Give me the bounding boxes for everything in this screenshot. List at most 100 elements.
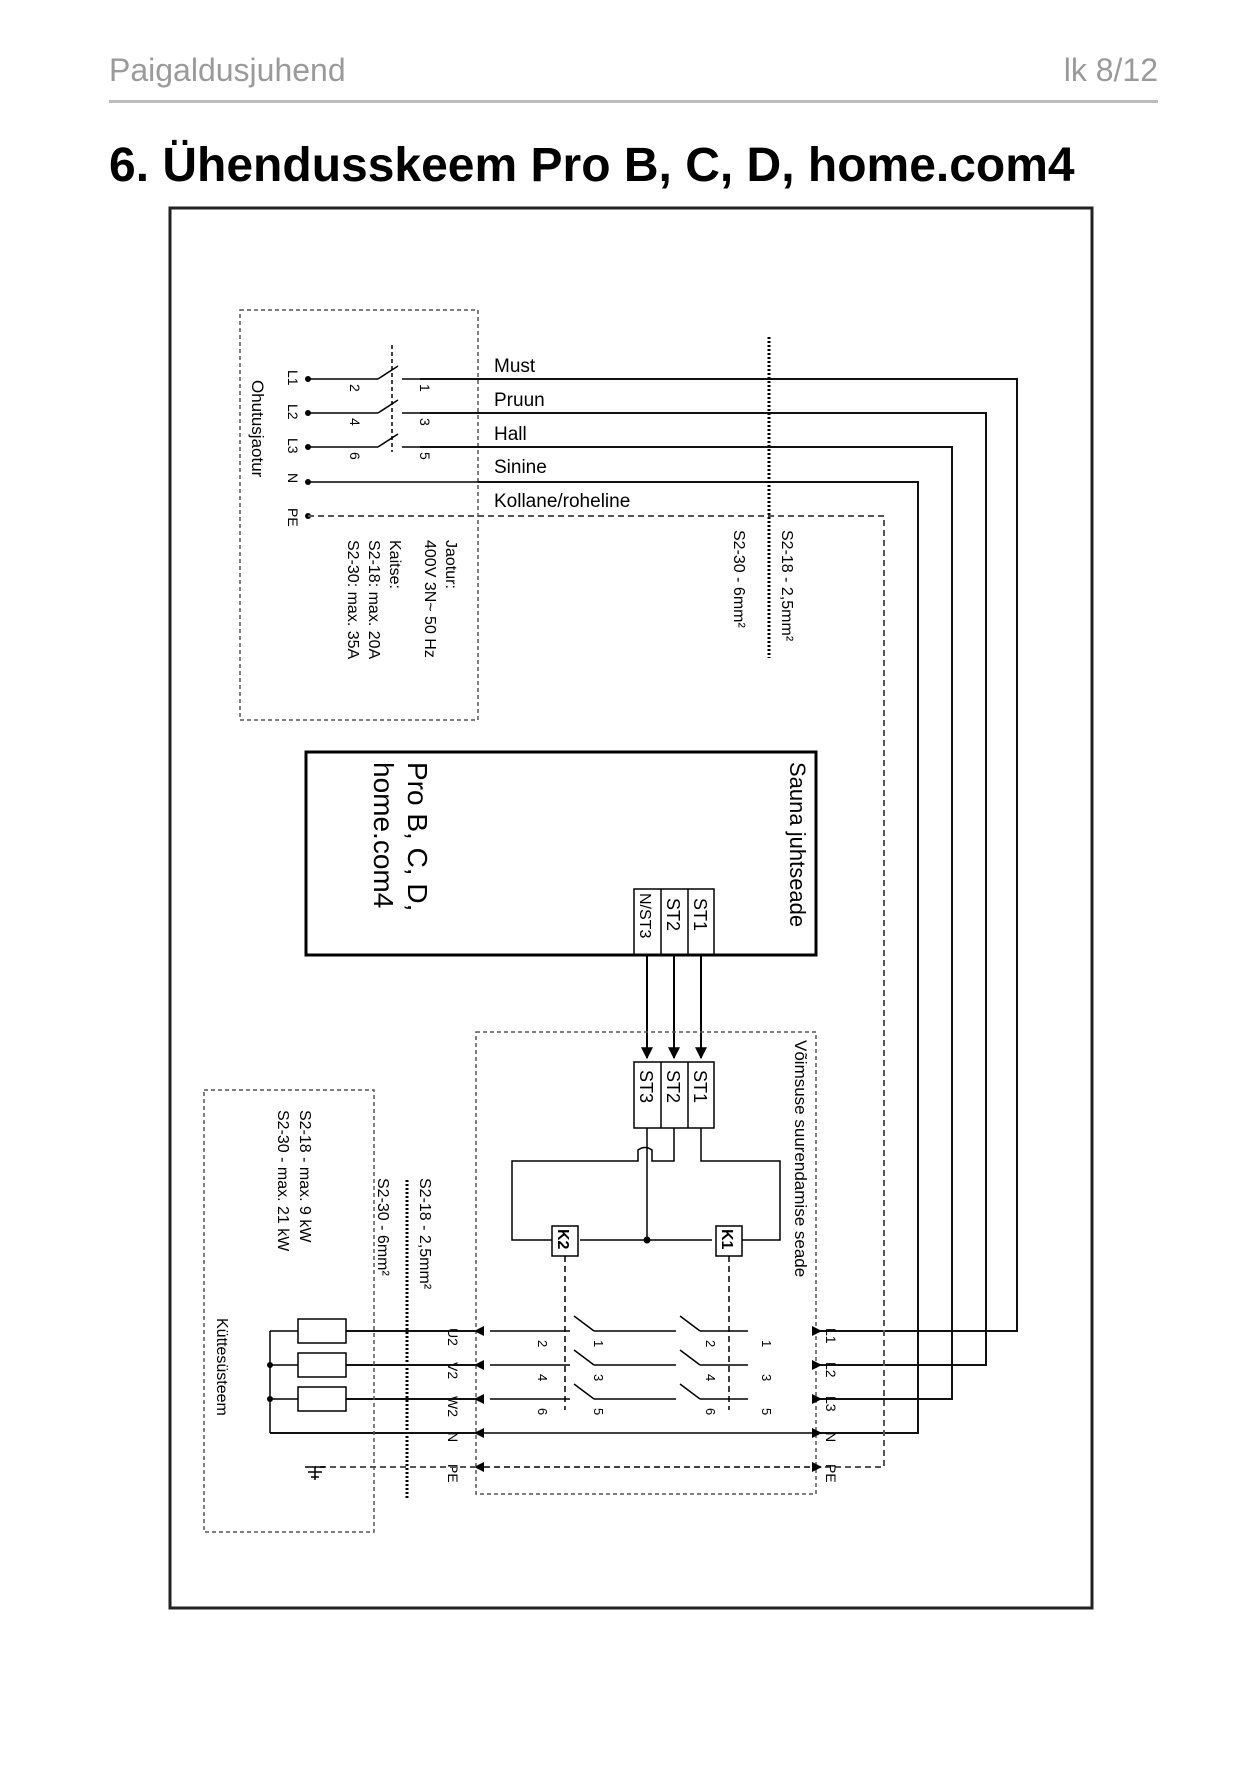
wire-pruun xyxy=(420,412,987,1366)
k2-pin-6: 6 xyxy=(535,1408,550,1415)
header-divider xyxy=(109,100,1158,103)
relay-junction xyxy=(643,1236,651,1244)
safety-pin-6: 6 xyxy=(347,452,363,460)
wire-must xyxy=(420,378,1018,1332)
wire-label-must: Must xyxy=(494,356,536,377)
k2-pin-2: 2 xyxy=(535,1340,550,1347)
output-n: N xyxy=(445,1432,461,1442)
power-terminal-st1: ST1 xyxy=(690,1070,710,1103)
output-pe: PE xyxy=(445,1464,461,1483)
safety-spec-line-4: S2-18: max. 20A xyxy=(365,540,382,660)
wire-labels: Must Pruun Hall Sinine Kollane/roheline xyxy=(494,356,630,512)
safety-spec-line-2: 400V 3N~ 50 Hz xyxy=(421,540,438,658)
safety-pin-3: 3 xyxy=(417,418,433,426)
controller-box xyxy=(304,750,818,957)
section-title: Ühendusskeem Pro B, C, D, home.com4 xyxy=(162,139,1075,192)
relay-k2-label: K2 xyxy=(554,1229,571,1250)
safety-box-label: Ohutusjaotur xyxy=(248,380,267,478)
controller-model-line-2: home.com4 xyxy=(368,762,399,908)
controller-model-line-1: Pro B, C, D, xyxy=(402,762,433,911)
input-l2: L2 xyxy=(823,1362,839,1378)
heater-box-label: Küttesüsteem xyxy=(213,1318,230,1416)
k1-pin-2: 2 xyxy=(703,1340,718,1347)
k1-pin-6: 6 xyxy=(703,1408,718,1415)
input-arrows xyxy=(812,1326,822,1472)
relay-k1-label: K1 xyxy=(718,1229,735,1250)
heater-spec-line-1: S2-18 - max. 9 kW xyxy=(296,1110,313,1243)
output-v2: V2 xyxy=(445,1362,461,1379)
power-terminal-st3: ST3 xyxy=(636,1070,656,1103)
safety-pin-5: 5 xyxy=(417,452,433,460)
wire-sinine xyxy=(478,481,919,1434)
safety-terminal-dots xyxy=(305,376,311,519)
wire-kollane-roheline xyxy=(308,515,885,1468)
output-w2: W2 xyxy=(445,1396,461,1417)
power-box-label: Võimsuse suurendamise seade xyxy=(791,1040,810,1277)
safety-terminal-l2: L2 xyxy=(285,404,301,420)
safety-terminals: L1 L2 L3 N PE 2 4 6 1 3 5 xyxy=(285,370,433,527)
input-pe: PE xyxy=(823,1464,839,1483)
section-heading: 6. Ühendusskeem Pro B, C, D, home.com4 xyxy=(109,138,1075,193)
heater-wires xyxy=(270,1330,476,1468)
safety-pin-2: 2 xyxy=(347,384,363,392)
safety-terminal-l3: L3 xyxy=(285,438,301,454)
supply-wires xyxy=(308,378,1018,1468)
safety-spec-line-5: S2-30: max. 35A xyxy=(344,540,361,660)
power-terminal-st2: ST2 xyxy=(663,1070,683,1103)
k1-pin-4: 4 xyxy=(703,1374,718,1381)
heating-element-2 xyxy=(297,1352,347,1378)
safety-spec: Jaotur: 400V 3N~ 50 Hz Kaitse: S2-18: ma… xyxy=(344,540,459,660)
controller-label: Sauna juhtseade xyxy=(785,762,810,927)
cable-spec-top-1: S2-18 - 2,5mm² xyxy=(778,530,795,642)
heater-spec-line-2: S2-30 - max. 21 kW xyxy=(274,1110,291,1252)
k1-pin-5: 5 xyxy=(759,1408,774,1415)
heating-element-3 xyxy=(297,1386,347,1412)
power-outputs: U2 V2 W2 N PE xyxy=(445,1328,461,1483)
wire-label-pruun: Pruun xyxy=(494,390,545,411)
k2-pin-5: 5 xyxy=(591,1408,606,1415)
k1-pin-3: 3 xyxy=(759,1374,774,1381)
output-u2: U2 xyxy=(445,1328,461,1346)
safety-pin-1: 1 xyxy=(417,384,433,392)
heating-elements xyxy=(297,1318,347,1412)
safety-switch-contacts xyxy=(308,345,478,483)
wire-label-sinine: Sinine xyxy=(494,457,547,478)
contactor-contacts xyxy=(476,1315,820,1468)
output-arrows xyxy=(474,1326,484,1472)
section-number: 6. xyxy=(109,139,150,192)
document-title: Paigaldusjuhend xyxy=(109,52,346,88)
safety-terminal-l1: L1 xyxy=(285,370,301,386)
input-n: N xyxy=(823,1432,839,1442)
k1-pin-1: 1 xyxy=(759,1340,774,1347)
power-box xyxy=(475,1031,817,1495)
input-l1: L1 xyxy=(823,1328,839,1344)
k2-pin-4: 4 xyxy=(535,1374,550,1381)
safety-spec-line-3: Kaitse: xyxy=(386,540,403,589)
wire-label-hall: Hall xyxy=(494,424,527,445)
k2-pin-1: 1 xyxy=(591,1340,606,1347)
heater-star-point xyxy=(269,1330,298,1433)
safety-spec-line-1: Jaotur: xyxy=(442,540,459,589)
controller-terminal-st2: ST2 xyxy=(663,898,683,931)
wire-hall xyxy=(420,446,953,1400)
contactor-pins: 1 3 5 2 4 6 1 3 5 2 4 6 xyxy=(535,1340,774,1415)
k2-pin-3: 3 xyxy=(591,1374,606,1381)
relay-k1-box xyxy=(715,1225,743,1257)
page-number: lk 8/12 xyxy=(1063,52,1158,88)
heating-element-1 xyxy=(297,1318,347,1344)
relay-k2-box xyxy=(551,1225,579,1257)
heater-junctions xyxy=(267,1362,273,1402)
wire-label-kollane-roheline: Kollane/roheline xyxy=(494,491,630,512)
cable-spec-top-2: S2-30 - 6mm² xyxy=(730,530,747,628)
power-inputs: L1 L2 L3 N PE xyxy=(823,1328,839,1483)
ground-icon xyxy=(305,1466,325,1480)
safety-terminal-n: N xyxy=(285,473,301,483)
controller-terminal-nst3: N/ST3 xyxy=(636,893,653,938)
heater-box xyxy=(203,1089,375,1533)
input-l3: L3 xyxy=(823,1396,839,1412)
safety-terminal-pe: PE xyxy=(285,508,301,527)
cable-spec-bottom-1: S2-18 - 2,5mm² xyxy=(416,1178,433,1290)
cable-spec-bottom-2: S2-30 - 6mm² xyxy=(374,1178,391,1276)
relay-coil-wiring xyxy=(511,1128,781,1241)
control-wires xyxy=(641,955,707,1060)
